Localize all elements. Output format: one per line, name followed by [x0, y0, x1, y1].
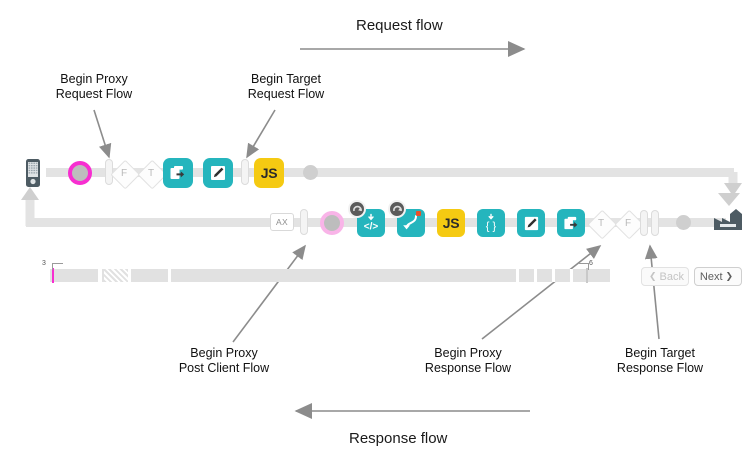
- timeline-cursor-start[interactable]: [52, 268, 54, 283]
- flow-endpoint-dot-response[interactable]: [676, 215, 691, 230]
- condition-gate-label: T: [597, 217, 605, 229]
- policy-share-request[interactable]: [163, 158, 193, 188]
- condition-gate-t-1[interactable]: T: [137, 159, 167, 189]
- leader-begin-proxy-response-flow: [481, 245, 602, 340]
- timeline-left-bracket: [52, 263, 63, 270]
- flow-endpoint-dot-request[interactable]: [303, 165, 318, 180]
- timeline-divider: [570, 269, 573, 282]
- timeline-hatched-segment: [104, 269, 128, 282]
- request-start-marker[interactable]: [68, 161, 92, 185]
- callout-line-1: Begin Target: [251, 72, 321, 86]
- flow-boundary-marker-post-client[interactable]: [300, 209, 308, 235]
- back-button[interactable]: ❮ Back: [641, 267, 689, 286]
- condition-gate-t-2[interactable]: T: [587, 209, 617, 239]
- revert-arrow-badge: [348, 200, 366, 218]
- braces-policy-icon: { }: [486, 213, 497, 233]
- flow-boundary-marker-proxy-response[interactable]: [640, 210, 648, 236]
- callout-line-2: Request Flow: [247, 86, 325, 101]
- back-button-label: Back: [659, 270, 684, 283]
- timeline-divider: [168, 269, 171, 282]
- callout-line-1: Begin Proxy: [60, 72, 128, 86]
- chevron-left-icon: ❮: [648, 271, 657, 281]
- revert-arrow-badge: [388, 200, 406, 218]
- callout-line-1: Begin Proxy: [190, 346, 258, 360]
- condition-gate-f-1[interactable]: F: [110, 159, 140, 189]
- share-policy-icon: [563, 216, 577, 229]
- timeline-divider: [534, 269, 537, 282]
- callout-begin-proxy-post-client-flow: Begin Proxy Post Client Flow: [163, 346, 285, 375]
- callout-begin-target-response-flow: Begin Target Response Flow: [600, 346, 720, 375]
- timeline-cursor-end[interactable]: [586, 268, 588, 283]
- callout-line-2: Response Flow: [616, 360, 704, 375]
- leader-begin-target-response-flow: [644, 244, 660, 340]
- policy-javascript-request[interactable]: JS: [254, 158, 284, 188]
- callout-begin-proxy-request-flow: Begin Proxy Request Flow: [46, 72, 142, 101]
- callout-line-2: Request Flow: [55, 86, 133, 101]
- timeline-divider: [98, 269, 102, 282]
- request-flow-title: Request flow: [356, 17, 443, 34]
- policy-javascript-response[interactable]: JS: [437, 209, 465, 237]
- condition-gate-f-2[interactable]: F: [614, 209, 644, 239]
- callout-line-1: Begin Target: [625, 346, 695, 360]
- leader-begin-proxy-post-client-flow: [232, 244, 306, 343]
- timeline-right-tick-label: 6: [589, 260, 593, 267]
- code-policy-icon: </>: [364, 213, 379, 233]
- request-flow-rail: [46, 168, 734, 177]
- timeline-right-bracket: [578, 263, 589, 270]
- policy-route-rule[interactable]: [388, 200, 425, 237]
- pencil-policy-icon: [211, 166, 225, 180]
- leader-begin-proxy-request-flow: [93, 109, 112, 159]
- timeline-divider: [552, 269, 555, 282]
- pencil-policy-icon: [524, 216, 538, 230]
- share-policy-icon: [170, 166, 185, 179]
- policy-json[interactable]: { }: [477, 209, 505, 237]
- condition-gate-label: T: [147, 167, 155, 179]
- request-rail-arrowhead: [724, 183, 742, 196]
- analytics-marker[interactable]: AX: [270, 213, 294, 231]
- timeline-track[interactable]: [50, 269, 610, 282]
- leader-begin-target-request-flow: [246, 109, 276, 159]
- svg-text:{ }: { }: [486, 221, 497, 233]
- mobile-phone-icon: [23, 158, 43, 188]
- policy-share-response[interactable]: [557, 209, 585, 237]
- js-policy-label: JS: [260, 165, 278, 181]
- next-button[interactable]: Next ❯: [694, 267, 742, 286]
- condition-gate-label: F: [624, 217, 632, 229]
- callout-line-1: Begin Proxy: [434, 346, 502, 360]
- js-policy-label: JS: [442, 215, 460, 231]
- policy-assign-message-request[interactable]: [203, 158, 233, 188]
- route-rule-status-dot: [416, 211, 421, 216]
- timeline-divider: [128, 269, 131, 282]
- target-server-icon: [712, 208, 744, 232]
- timeline-divider: [516, 269, 519, 282]
- next-button-label: Next: [699, 270, 723, 283]
- condition-gate-label: F: [120, 167, 128, 179]
- post-client-start-marker[interactable]: [320, 211, 344, 235]
- chevron-right-icon: ❯: [725, 271, 734, 281]
- target-inbound-arrowhead: [718, 193, 740, 206]
- callout-begin-target-request-flow: Begin Target Request Flow: [238, 72, 334, 101]
- flow-boundary-marker-target-request[interactable]: [241, 159, 249, 185]
- callout-begin-proxy-response-flow: Begin Proxy Response Flow: [408, 346, 528, 375]
- svg-text:</>: </>: [364, 222, 379, 233]
- analytics-marker-label: AX: [276, 217, 288, 227]
- flow-boundary-marker-target-response[interactable]: [651, 210, 659, 236]
- policy-xml-to-json[interactable]: </>: [348, 200, 385, 237]
- callout-line-2: Response Flow: [424, 360, 512, 375]
- callout-line-2: Post Client Flow: [178, 360, 270, 375]
- policy-assign-message-response[interactable]: [517, 209, 545, 237]
- response-rail-arrowhead: [21, 187, 39, 200]
- timeline-left-tick-label: 3: [42, 260, 46, 267]
- response-flow-title: Response flow: [349, 430, 448, 447]
- route-policy-icon: [403, 215, 417, 230]
